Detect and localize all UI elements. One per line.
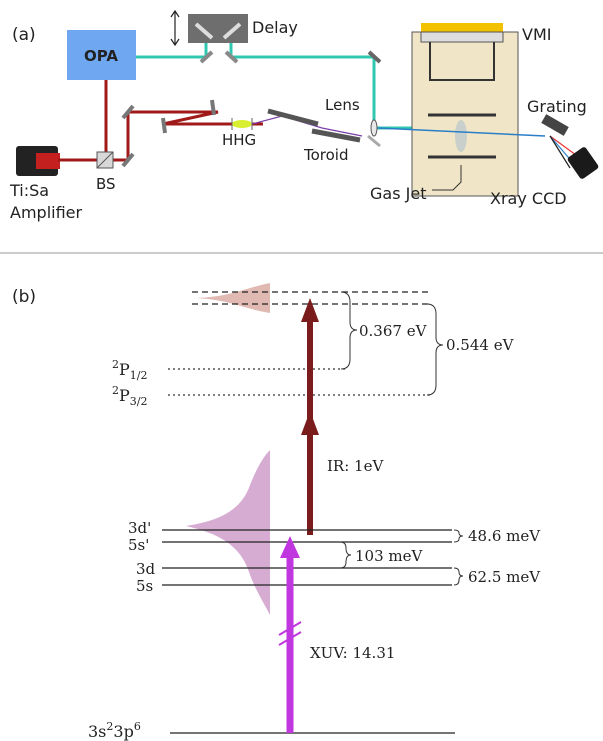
laser-label-line2: Amplifier (10, 203, 83, 222)
label-3d: 3d (136, 560, 156, 578)
bs-label: BS (96, 175, 116, 193)
label-ground: 3s23p6 (88, 720, 141, 741)
probe-beam-path (377, 127, 546, 137)
brace-0367 (340, 291, 358, 370)
opa-label: OPA (84, 47, 118, 65)
excitation-gaussian (186, 450, 270, 615)
ccd-label: Xray CCD (490, 189, 567, 208)
ir-arrowhead (301, 298, 319, 322)
toroid-mirror-icon (311, 128, 361, 143)
delay-mirror-left (194, 22, 214, 40)
vmi-label: VMI (522, 25, 551, 44)
mirror-icon (367, 50, 382, 64)
energy-486: 48.6 meV (468, 527, 541, 545)
lens-label: Lens (325, 96, 360, 114)
mirror-icon (367, 134, 381, 148)
mirror-icon (121, 152, 135, 168)
toroid-mirror-icon (267, 108, 319, 127)
hhg-cell-icon (232, 120, 252, 128)
delay-stage (188, 14, 248, 43)
brace-486 (453, 529, 464, 543)
vmi-detector (421, 23, 503, 32)
panel-b-energy-diagram: (b) 2P1/2 2P3/2 0.367 eV 0.544 eV IR: 1e… (12, 283, 541, 741)
panel-a-setup: (a) OPA Delay BS Ti:Sa Amplifier (9, 9, 599, 222)
vmi-flight-tube (429, 42, 495, 81)
energy-0367: 0.367 eV (359, 322, 428, 340)
delay-label: Delay (252, 18, 298, 37)
laser-label-line1: Ti:Sa (9, 181, 49, 200)
mirror-icon (121, 104, 135, 120)
ir-label: IR: 1eV (327, 457, 384, 475)
brace-0544 (426, 303, 444, 396)
grating-label: Grating (527, 97, 587, 116)
ir-beam-path (136, 31, 420, 130)
lens-icon (370, 119, 378, 137)
mirror-icon (224, 50, 239, 64)
toroid-label: Toroid (303, 146, 349, 164)
brace-625 (453, 567, 464, 586)
axis-break-icon (278, 621, 302, 636)
mirror-icon (199, 50, 214, 64)
delay-mirror-right (222, 22, 242, 40)
energy-0544: 0.544 eV (446, 336, 515, 354)
final-state-gaussian (196, 283, 270, 313)
label-p32: 2P3/2 (112, 384, 147, 408)
mirror-icon (161, 117, 167, 134)
gas-jet-label: Gas Jet (370, 184, 426, 203)
energy-103: 103 meV (355, 547, 423, 565)
label-5s: 5s (136, 577, 153, 595)
ccd-camera-icon (567, 147, 599, 179)
xuv-arrowhead (280, 536, 300, 558)
label-5s-prime: 5s' (128, 536, 149, 554)
panel-a-label: (a) (12, 25, 36, 45)
gas-jet-icon (455, 120, 467, 152)
xuv-label: XUV: 14.31 (310, 644, 395, 662)
energy-625: 62.5 meV (468, 568, 541, 586)
label-3d-prime: 3d' (128, 519, 151, 537)
opa-box (67, 30, 136, 80)
hhg-label: HHG (222, 131, 256, 149)
mirror-icon (210, 99, 216, 116)
panel-b-label: (b) (12, 287, 36, 307)
label-p12: 2P1/2 (112, 358, 147, 382)
grating-icon (541, 114, 569, 136)
brace-103 (339, 541, 352, 569)
